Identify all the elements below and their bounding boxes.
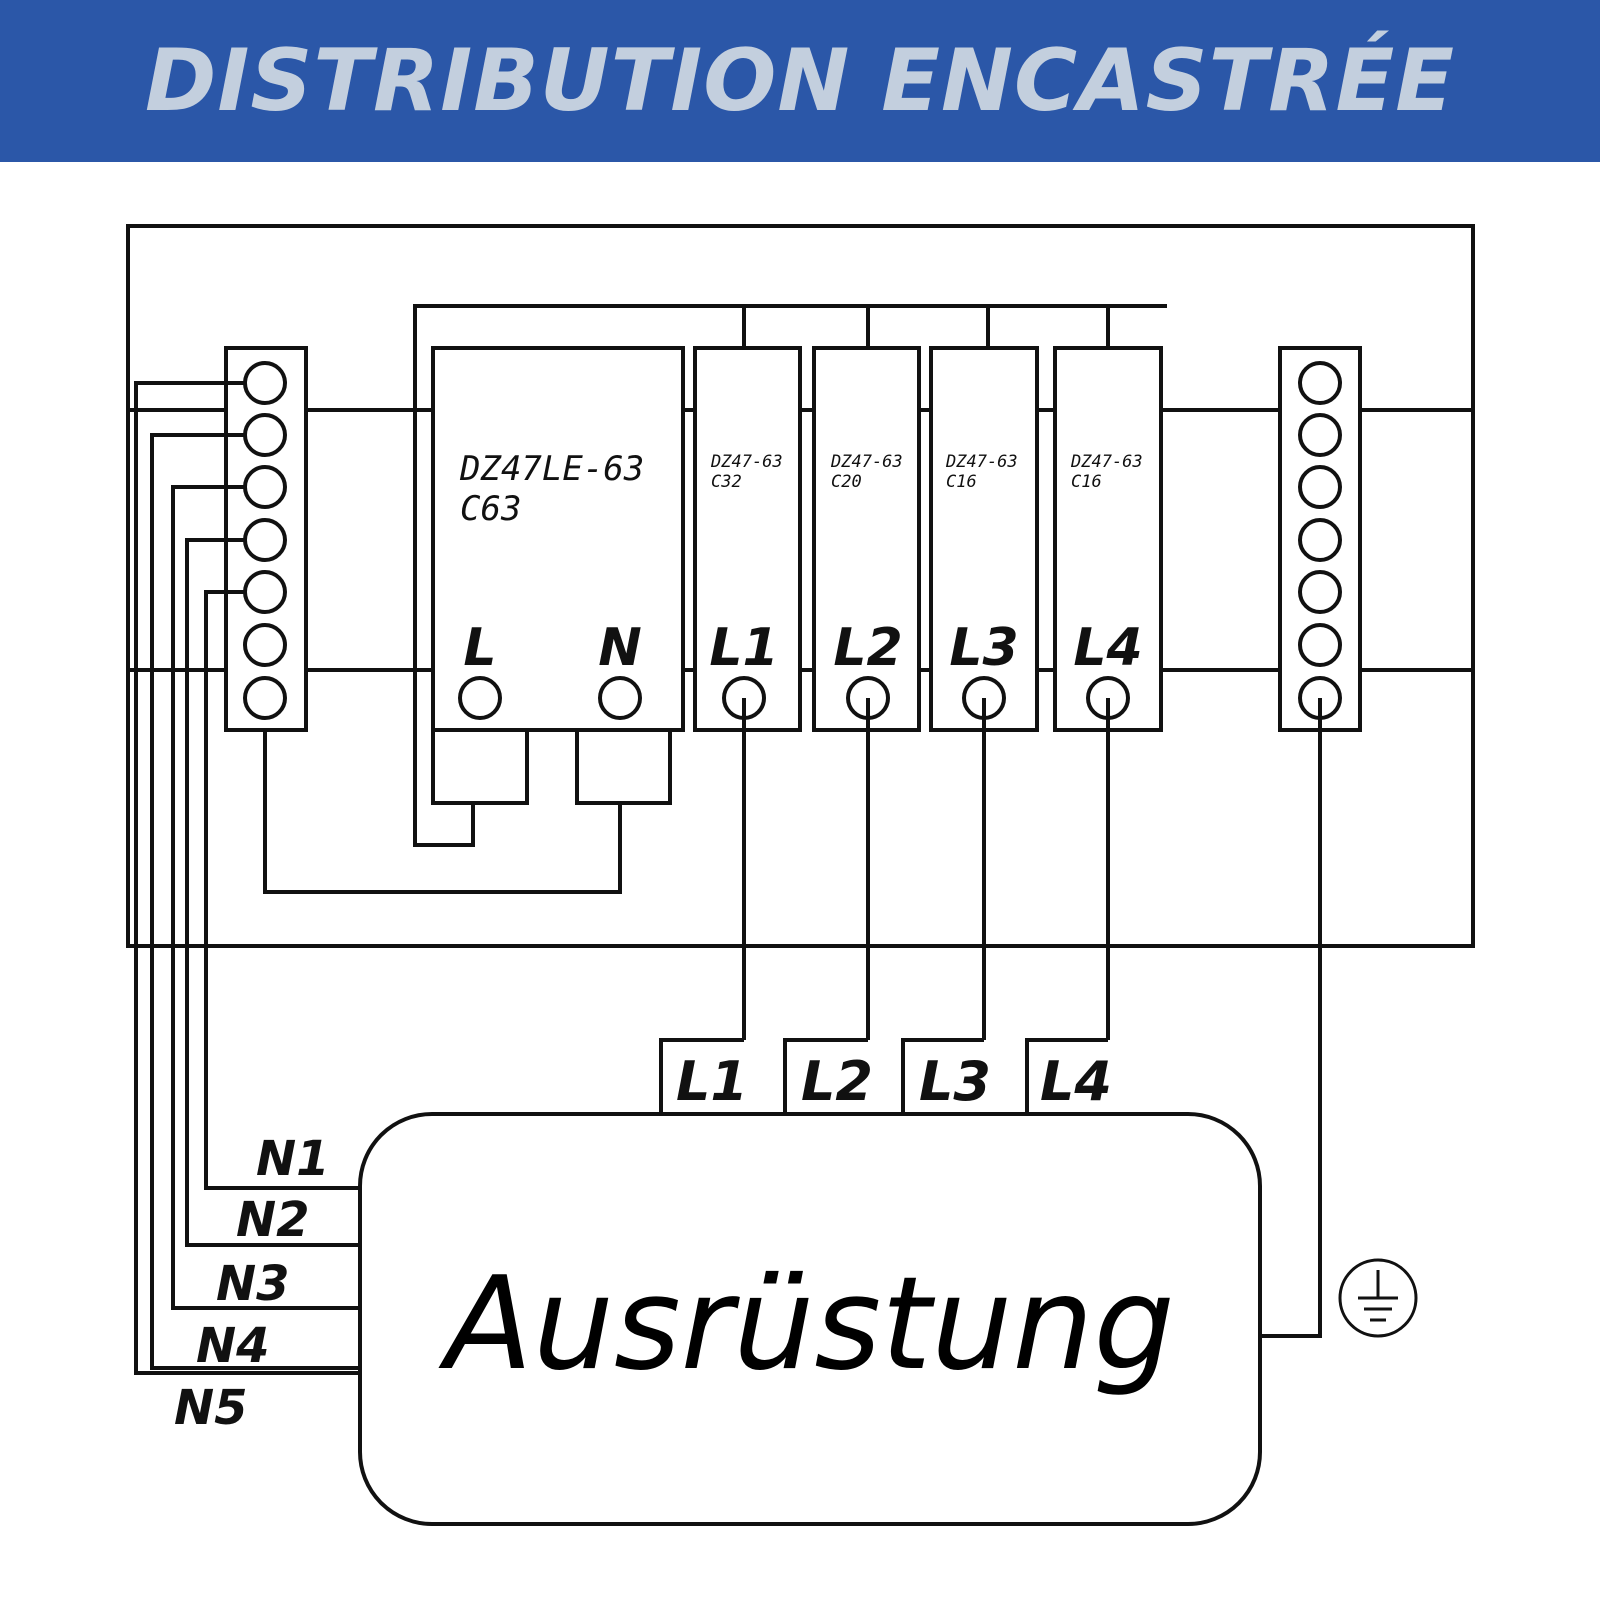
- rcbo-terminal-l: [458, 676, 502, 720]
- output-tabs: [659, 1038, 1108, 1114]
- terminal-screw: [243, 570, 287, 614]
- breaker-terminal-label: L1: [709, 618, 778, 678]
- rcbo-terminal-l-label: L: [463, 618, 496, 678]
- neutral-wire-n2: [185, 538, 360, 1247]
- rcbo-n-to-neutral-block-wire: [263, 730, 622, 894]
- enclosure-outline: [126, 224, 1475, 948]
- rcbo-terminal-n-label: N: [598, 618, 642, 678]
- terminal-screw: [243, 361, 287, 405]
- rcbo-main-breaker: DZ47LE-63 C63 L N: [431, 346, 685, 732]
- terminal-screw: [243, 623, 287, 667]
- neutral-label: N4: [196, 1318, 270, 1374]
- breaker-terminal-label: L4: [1073, 618, 1142, 678]
- breaker-model-label: DZ47-63: [710, 452, 783, 472]
- terminal-screw: [1298, 518, 1342, 562]
- breaker-model-label: DZ47-63: [1070, 452, 1143, 472]
- equipment-label: Ausrüstung: [438, 1250, 1175, 1399]
- rcbo-rating-label: C63: [460, 489, 521, 529]
- terminal-screw: [243, 465, 287, 509]
- page-title: DISTRIBUTION ENCASTRÉE: [145, 31, 1455, 131]
- terminal-screw: [1298, 570, 1342, 614]
- terminal-screw: [1298, 413, 1342, 457]
- equipment-box: [358, 1112, 1262, 1526]
- output-label: L1: [676, 1050, 748, 1113]
- neutral-label: N2: [236, 1192, 310, 1248]
- earth-terminal-block: [1278, 346, 1362, 732]
- neutral-wire-n3: [171, 485, 360, 1310]
- ground-icon: [1338, 1258, 1418, 1338]
- terminal-screw: [1298, 465, 1342, 509]
- neutral-label: N3: [216, 1256, 290, 1312]
- breaker-rating-label: C20: [831, 472, 862, 492]
- neutral-label: N1: [256, 1131, 330, 1187]
- breaker-rating-label: C16: [946, 472, 977, 492]
- terminal-screw: [243, 518, 287, 562]
- breaker-terminal-label: L2: [833, 618, 902, 678]
- breaker-model-label: DZ47-63: [830, 452, 903, 472]
- breaker-2: DZ47-63 C20 L2: [812, 346, 921, 732]
- output-label: L3: [919, 1050, 991, 1113]
- rcbo-terminal-n: [598, 676, 642, 720]
- rcbo-model-label: DZ47LE-63: [459, 449, 644, 489]
- header-banner: DISTRIBUTION ENCASTRÉE: [0, 0, 1600, 162]
- breaker-rating-label: C16: [1071, 472, 1102, 492]
- breaker-3: DZ47-63 C16 L3: [929, 346, 1039, 732]
- neutral-label: N5: [174, 1380, 248, 1436]
- breaker-terminal-label: L3: [949, 618, 1018, 678]
- breaker-rating-label: C32: [711, 472, 742, 492]
- busbar-wire: [413, 304, 1167, 847]
- rcbo-n-loop-wire: [575, 730, 672, 805]
- terminal-screw: [243, 413, 287, 457]
- terminal-screw: [243, 676, 287, 720]
- breaker-4: DZ47-63 C16 L4: [1053, 346, 1163, 732]
- breaker-1: DZ47-63 C32 L1: [693, 346, 802, 732]
- earth-wire: [1262, 698, 1322, 1338]
- rcbo-l-output-wire: [431, 730, 529, 805]
- breaker-model-label: DZ47-63: [945, 452, 1018, 472]
- terminal-screw: [1298, 623, 1342, 667]
- output-label: L4: [1040, 1050, 1112, 1113]
- terminal-screw: [1298, 361, 1342, 405]
- neutral-wire-n4: [150, 433, 360, 1370]
- neutral-wire-n1: [204, 590, 360, 1190]
- output-label: L2: [801, 1050, 873, 1113]
- neutral-wire-n5: [134, 381, 360, 1375]
